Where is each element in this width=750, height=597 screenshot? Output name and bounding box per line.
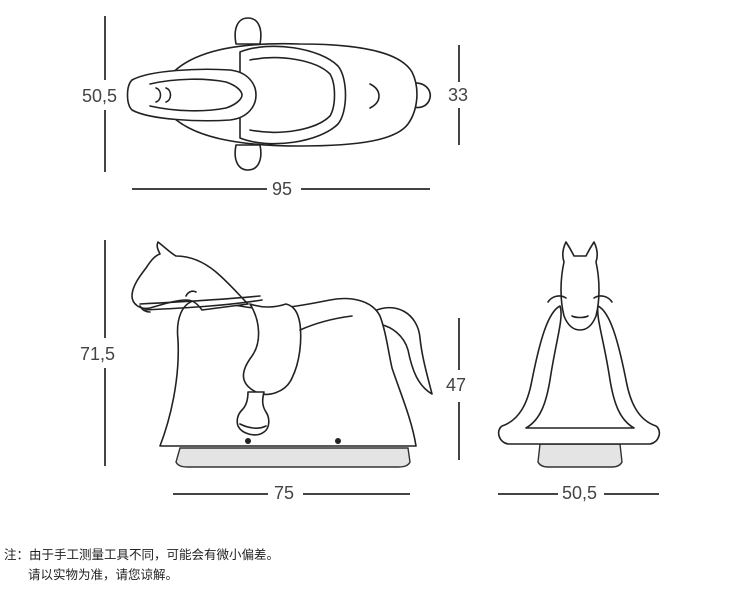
front-view: 50,5 bbox=[497, 241, 661, 503]
note-line-1: 注：由于手工测量工具不同，可能会有微小偏差。 bbox=[4, 547, 280, 562]
side-rein-upper bbox=[139, 295, 261, 305]
label-side-length: 75 bbox=[274, 483, 294, 503]
side-view: 71,5 47 75 bbox=[80, 240, 466, 503]
side-saddle bbox=[242, 303, 302, 396]
top-saddle-inner bbox=[249, 56, 336, 134]
label-side-height: 71,5 bbox=[80, 344, 115, 364]
side-foot-rest bbox=[236, 391, 270, 436]
side-rein-lower bbox=[143, 299, 263, 311]
top-ear-line-a bbox=[155, 87, 162, 103]
side-dot-left bbox=[245, 438, 251, 444]
front-frame bbox=[497, 305, 661, 445]
front-head bbox=[560, 241, 600, 331]
label-top-length: 95 bbox=[272, 179, 292, 199]
side-base-runner bbox=[175, 447, 411, 468]
top-ear-line-b bbox=[165, 87, 172, 103]
side-rein-knot bbox=[185, 290, 197, 297]
top-saddle bbox=[239, 45, 347, 145]
note-line-2: 请以实物为准，请您谅解。 bbox=[28, 567, 179, 582]
front-rein-right bbox=[593, 295, 613, 303]
label-side-seat-height: 47 bbox=[446, 375, 466, 395]
side-foot-rest-line bbox=[239, 423, 267, 429]
top-foot-peg-lower bbox=[234, 144, 262, 171]
side-saddle-edge bbox=[299, 315, 353, 331]
front-rein-left bbox=[547, 295, 567, 303]
front-nose-line bbox=[571, 315, 589, 319]
top-foot-peg-upper bbox=[234, 17, 262, 45]
top-head bbox=[126, 68, 257, 122]
front-base-runner bbox=[537, 443, 623, 468]
side-head bbox=[131, 241, 249, 311]
top-view: 50,5 33 95 bbox=[82, 16, 468, 199]
label-top-depth: 50,5 bbox=[82, 86, 117, 106]
side-tail bbox=[371, 306, 433, 395]
top-rear-line bbox=[369, 83, 380, 109]
label-front-width: 50,5 bbox=[562, 483, 597, 503]
top-head-inner bbox=[149, 78, 243, 112]
label-top-height: 33 bbox=[448, 85, 468, 105]
side-dot-right bbox=[335, 438, 341, 444]
